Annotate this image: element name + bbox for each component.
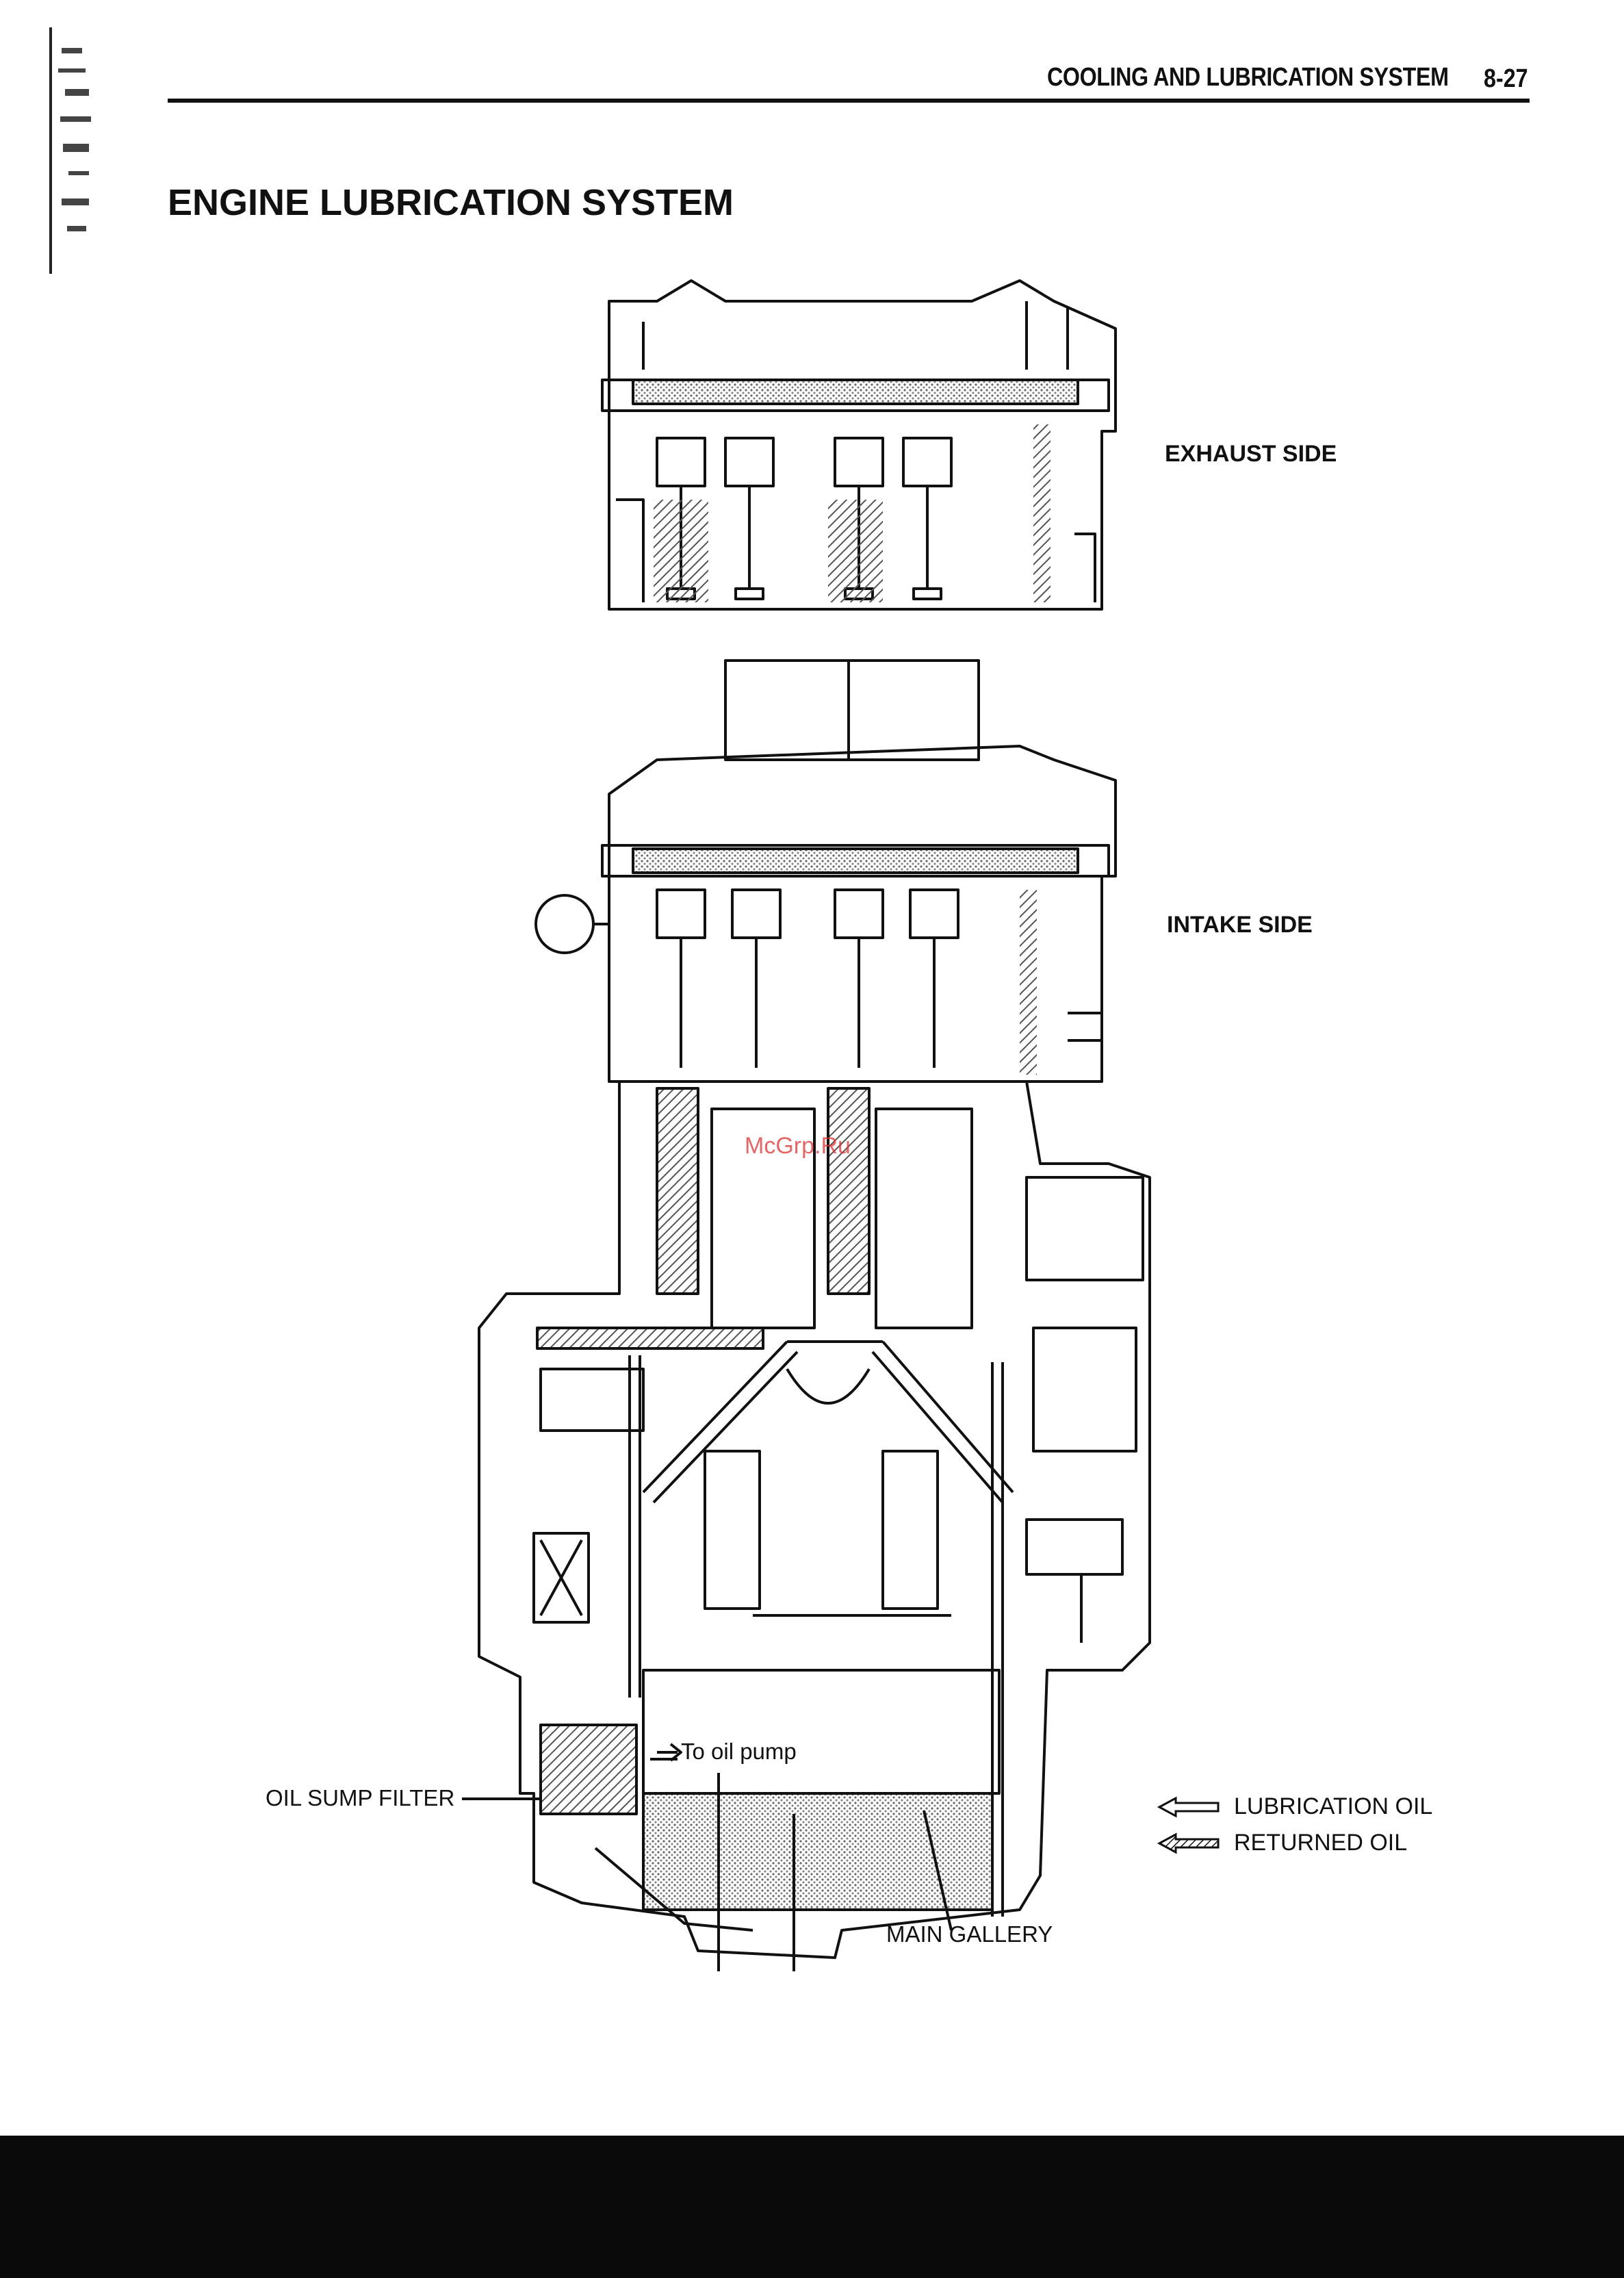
crankcase-block — [479, 1082, 1150, 1971]
legend: LUBRICATION OIL RETURNED OIL — [1157, 1793, 1432, 1856]
intake-side-cylinder-head — [536, 661, 1116, 1082]
legend-returned-oil: RETURNED OIL — [1157, 1830, 1432, 1856]
returned-oil-arrow-icon — [1157, 1832, 1222, 1855]
legend-lubrication-oil-label: LUBRICATION OIL — [1234, 1793, 1432, 1820]
exhaust-side-label: EXHAUST SIDE — [1165, 441, 1337, 468]
legend-lubrication-oil: LUBRICATION OIL — [1157, 1793, 1432, 1820]
main-gallery-label: MAIN GALLERY — [886, 1921, 1053, 1947]
legend-returned-oil-label: RETURNED OIL — [1234, 1830, 1407, 1856]
lubrication-oil-arrow-icon — [1157, 1795, 1222, 1819]
to-oil-pump-label: To oil pump — [681, 1739, 797, 1765]
watermark-text: McGrp.Ru — [745, 1133, 851, 1160]
footer-bar — [0, 2136, 1624, 2278]
intake-side-label: INTAKE SIDE — [1167, 912, 1313, 938]
oil-sump-filter-label: OIL SUMP FILTER — [266, 1785, 454, 1811]
exhaust-side-cylinder-head — [602, 281, 1116, 609]
